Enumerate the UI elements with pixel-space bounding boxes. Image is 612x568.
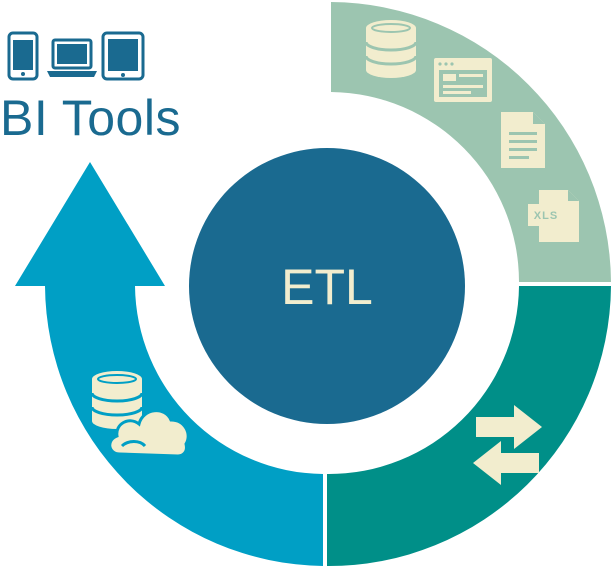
etl-center-circle: [189, 148, 465, 424]
load-arrow-segment: [15, 162, 323, 566]
smartphone-icon: [7, 31, 39, 81]
etl-center-label: ETL: [281, 259, 373, 315]
exchange-arrows-icon: [473, 405, 542, 485]
xls-file-icon: XLS: [528, 190, 579, 242]
laptop-icon: [47, 38, 97, 77]
cloud-database-icon: [90, 371, 190, 458]
transform-segment: [327, 286, 611, 567]
browser-window-icon: [434, 58, 492, 102]
bi-tools-title: BI Tools: [0, 90, 181, 146]
database-icon: [364, 20, 418, 78]
tablet-icon: [101, 31, 145, 81]
document-icon: [501, 112, 545, 168]
device-icons-group: [7, 31, 145, 81]
source-icons-group: XLS: [364, 20, 579, 242]
xls-label: XLS: [534, 210, 558, 222]
